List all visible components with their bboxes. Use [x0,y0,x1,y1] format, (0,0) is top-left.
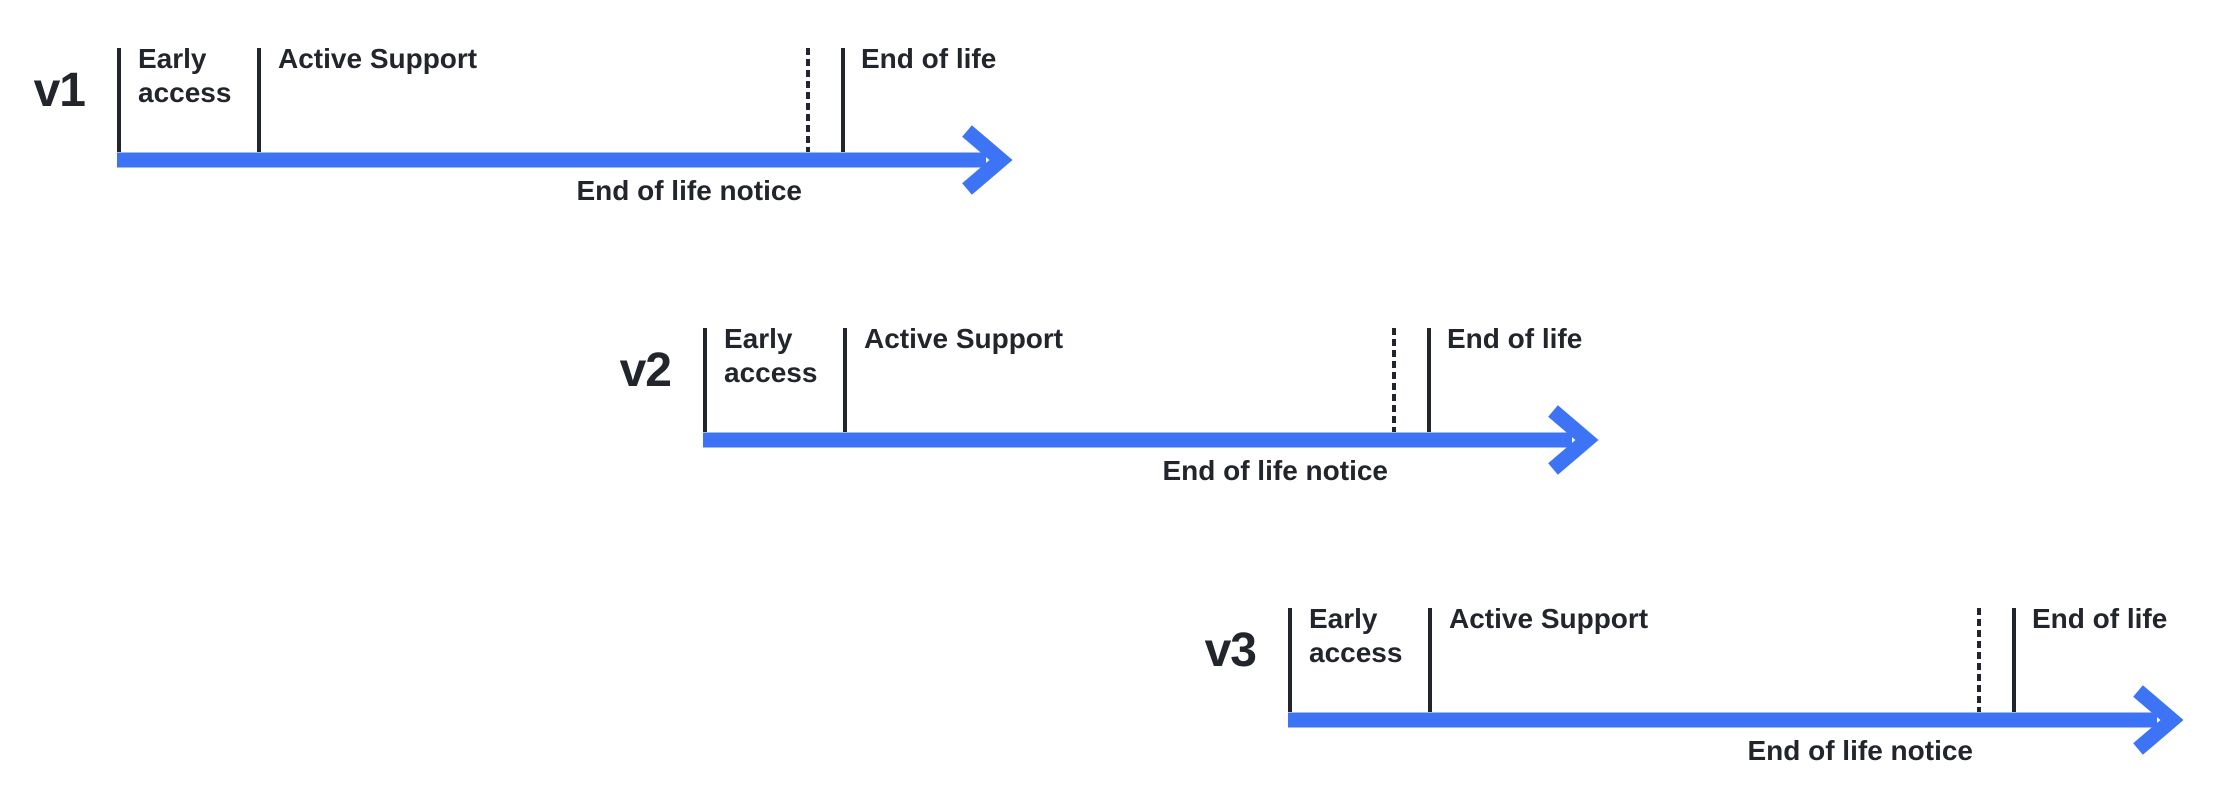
timeline-v1: v1 Early access Active Support End of li… [0,40,1057,250]
end-of-life-tick [1427,328,1431,432]
end-of-life-notice-label: End of life notice [1162,455,1388,486]
timeline-arrow-right-icon [703,405,1599,475]
early-access-label: Early access [1309,603,1403,668]
timeline-v2: v2 Early access Active Support End of li… [583,320,1643,530]
end-of-life-label: End of life [2032,603,2168,634]
timeline-arrow-right-icon [1288,685,2184,755]
early-access-start-tick [117,48,121,152]
end-of-life-tick [2012,608,2016,712]
end-of-life-tick [841,48,845,152]
end-of-life-notice-dashed-tick [1977,608,1981,712]
active-support-start-tick [257,48,261,152]
end-of-life-label: End of life [1447,323,1583,354]
version-label-v1: v1 [33,64,86,117]
end-of-life-notice-label: End of life notice [1747,735,1973,766]
active-support-label: Active Support [864,323,1064,354]
end-of-life-notice-label: End of life notice [576,175,802,206]
early-access-start-tick [703,328,707,432]
active-support-label: Active Support [278,43,478,74]
active-support-start-tick [843,328,847,432]
early-access-label: Early access [138,43,232,108]
end-of-life-label: End of life [861,43,997,74]
timeline-v3: v3 Early access Active Support End of li… [1168,600,2228,810]
active-support-start-tick [1428,608,1432,712]
end-of-life-notice-dashed-tick [1392,328,1396,432]
end-of-life-notice-dashed-tick [806,48,810,152]
early-access-label: Early access [724,323,818,388]
version-label-v2: v2 [619,344,672,397]
active-support-label: Active Support [1449,603,1649,634]
version-label-v3: v3 [1204,624,1257,677]
early-access-start-tick [1288,608,1292,712]
timeline-arrow-right-icon [117,125,1013,195]
